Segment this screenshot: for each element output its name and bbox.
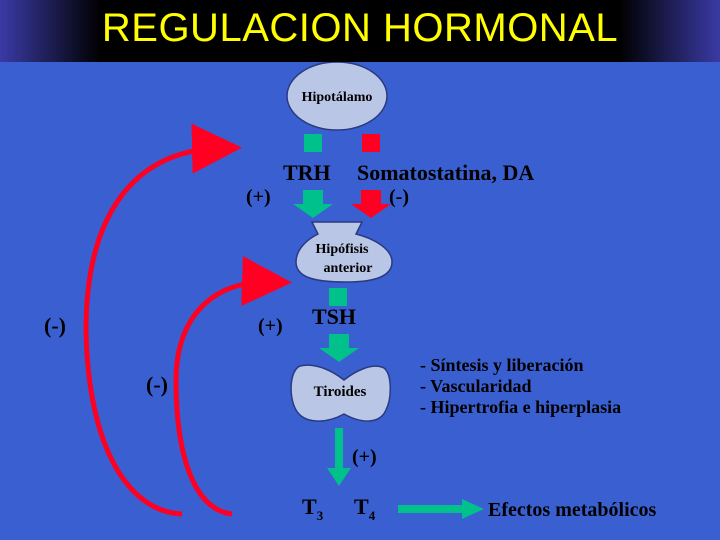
t4-label: T4	[354, 494, 376, 523]
effect-item: - Vascularidad	[420, 376, 532, 396]
title-bar: REGULACION HORMONAL	[0, 0, 720, 62]
somatostatina-label: Somatostatina, DA	[357, 160, 534, 185]
slide-body: Hipotálamo TRH Somatostatina, DA (+) (-)…	[0, 62, 720, 540]
trh-square	[304, 134, 322, 152]
hipotalamo-label: Hipotálamo	[302, 90, 373, 105]
hipofisis-label-1: Hipófisis	[316, 242, 369, 257]
tsh-arrow	[319, 334, 359, 362]
tsh-label: TSH	[312, 304, 356, 329]
tiroides-node	[290, 364, 391, 422]
slide-title: REGULACION HORMONAL	[101, 6, 619, 50]
efectos-label: Efectos metabólicos	[488, 499, 657, 521]
soma-sign: (-)	[389, 186, 409, 208]
trh-sign: (+)	[246, 186, 271, 208]
tiroides-label: Tiroides	[314, 384, 367, 400]
soma-arrow	[351, 190, 391, 218]
inner-feedback-sign: (-)	[146, 372, 168, 397]
tiroides-sign: (+)	[352, 446, 377, 468]
trh-label: TRH	[283, 160, 331, 185]
tsh-square	[329, 288, 347, 306]
tiroides-arrow	[327, 428, 351, 486]
regulation-diagram: Hipotálamo TRH Somatostatina, DA (+) (-)…	[44, 62, 657, 523]
trh-arrow	[293, 190, 333, 218]
t3-label: T3	[302, 494, 324, 523]
hipofisis-node	[295, 221, 393, 283]
outer-feedback-arrow	[83, 123, 242, 517]
efectos-arrow	[398, 499, 484, 519]
outer-feedback-sign: (-)	[44, 313, 66, 338]
inner-feedback-arrow	[173, 256, 292, 517]
tsh-sign: (+)	[258, 315, 283, 337]
effect-item: - Síntesis y liberación	[420, 355, 584, 375]
hipofisis-label-2: anterior	[324, 261, 373, 276]
hipotalamo-node	[286, 62, 388, 131]
effect-item: - Hipertrofia e hiperplasia	[420, 397, 621, 417]
soma-square	[362, 134, 380, 152]
